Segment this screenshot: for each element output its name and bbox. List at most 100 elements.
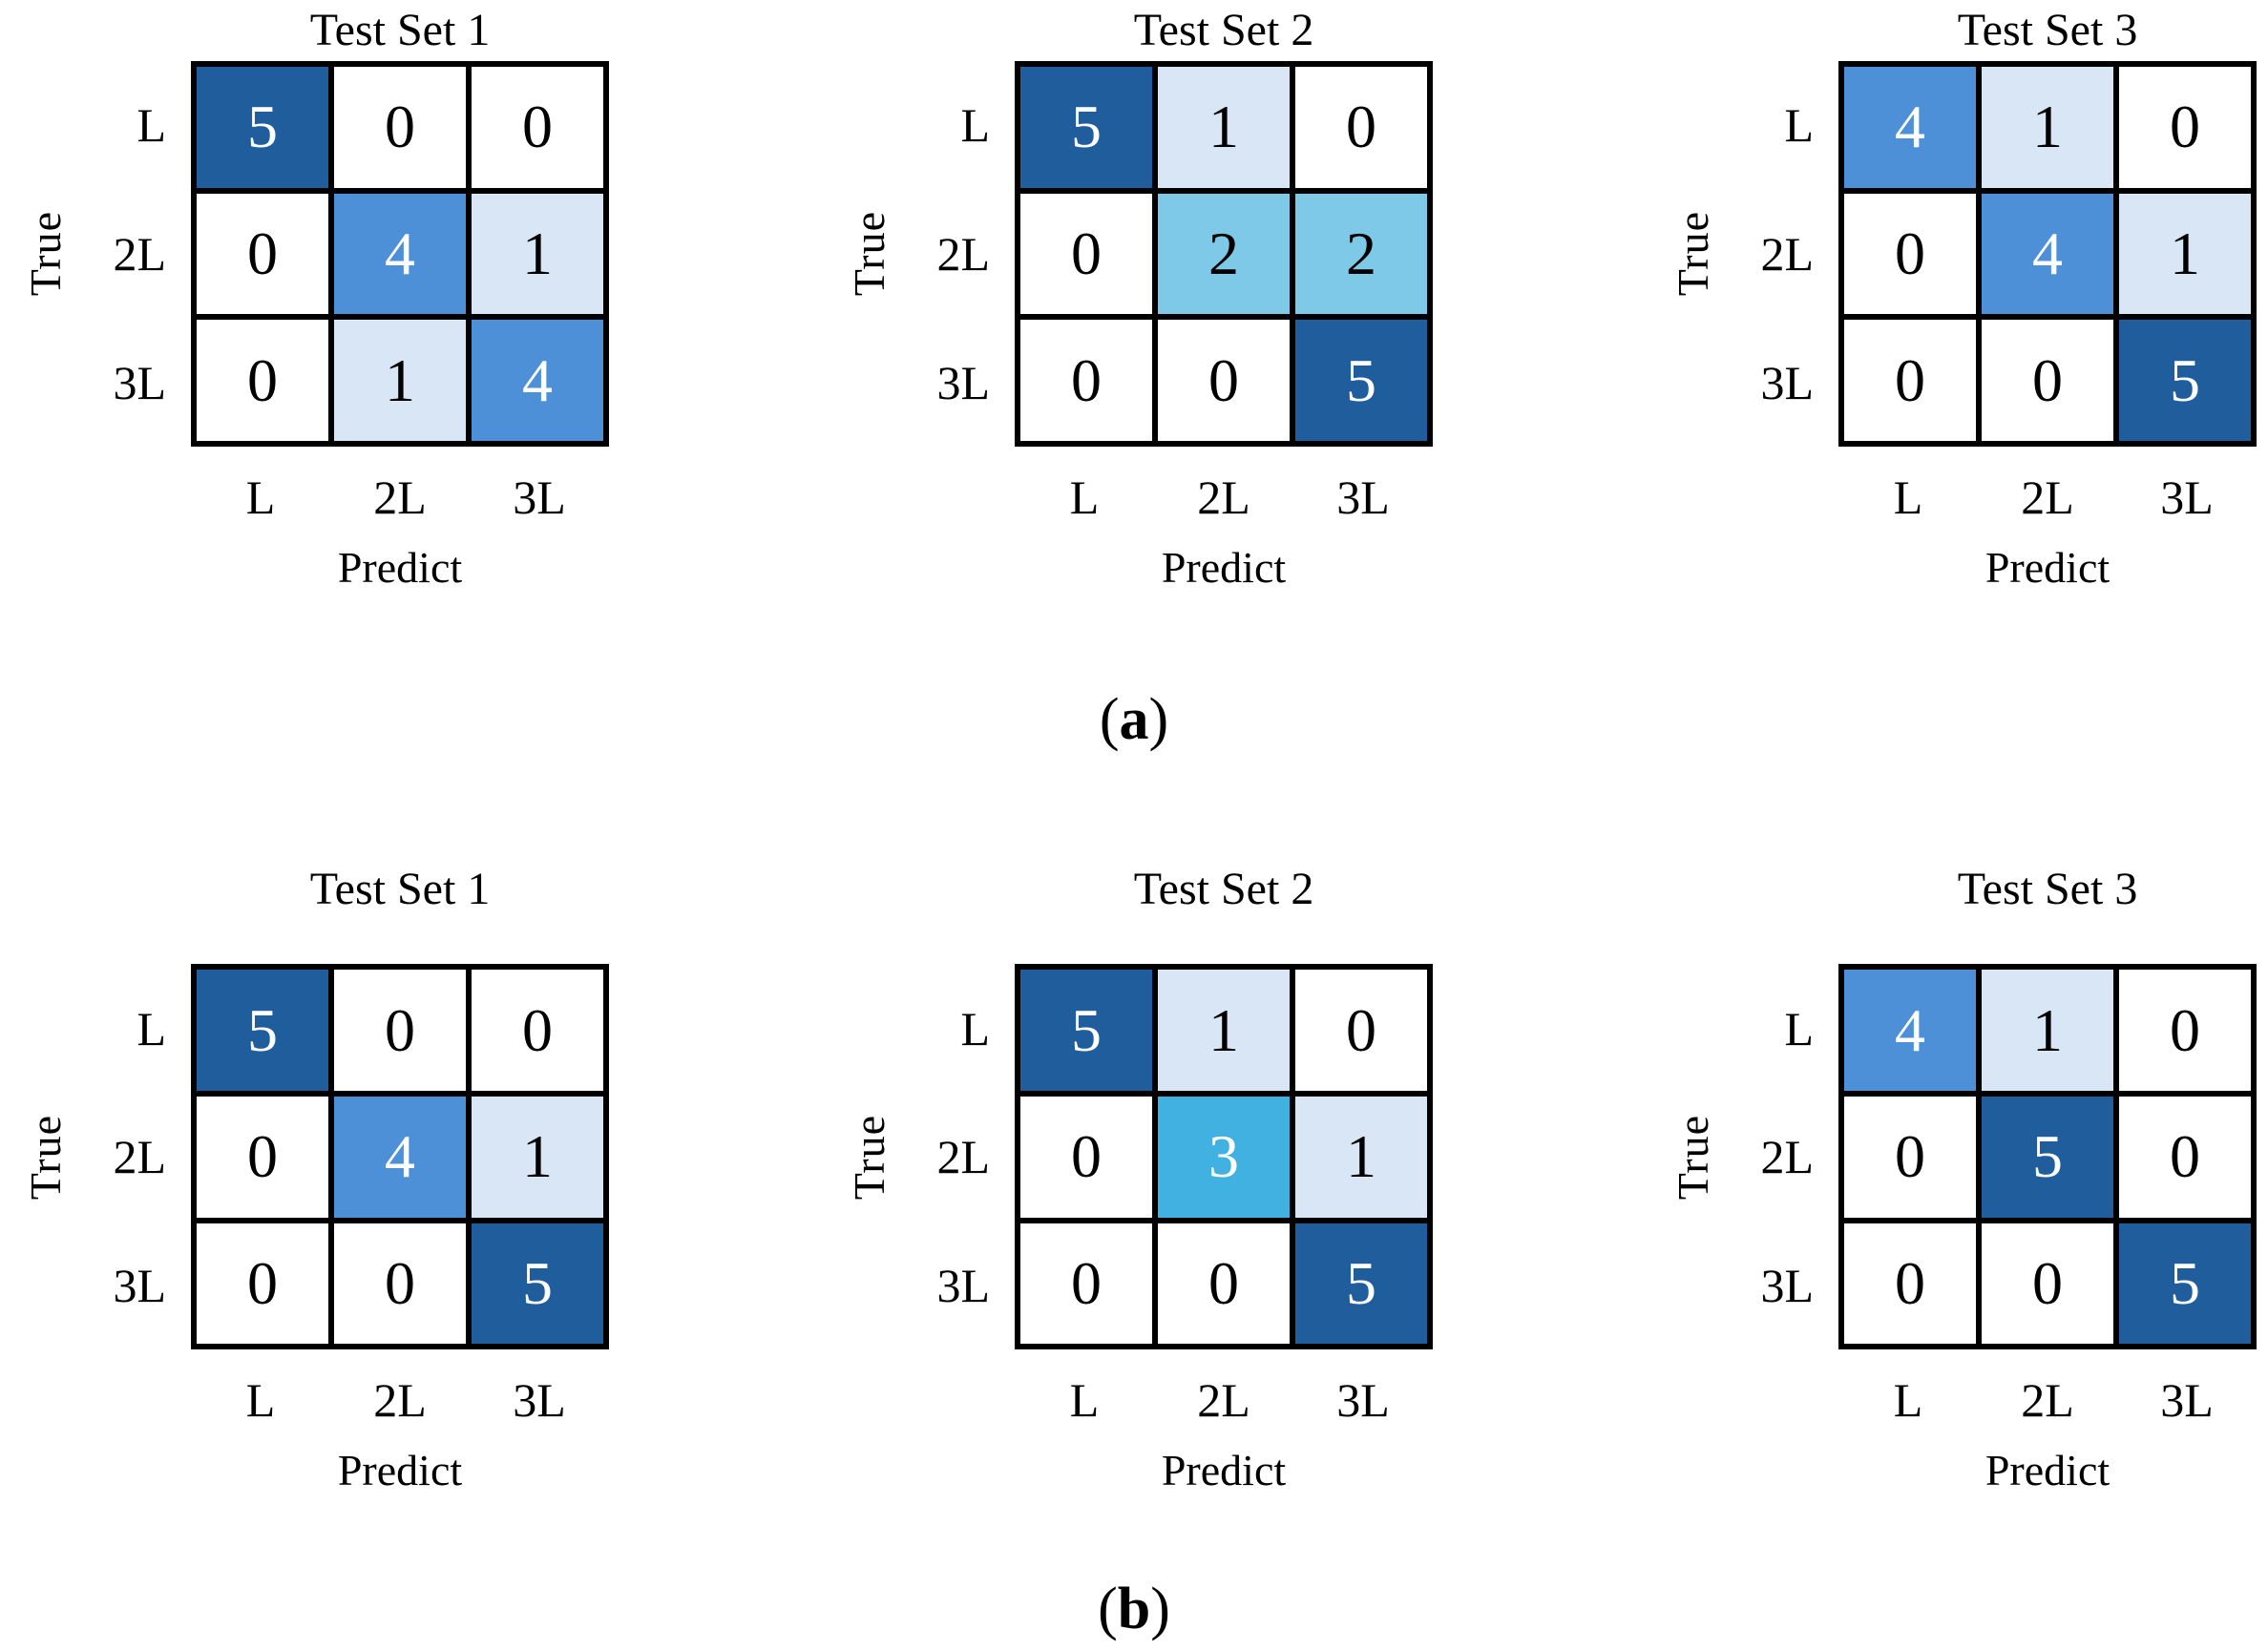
matrix-cell: 1 <box>469 1093 606 1221</box>
row-tick-label: L <box>1784 98 1814 153</box>
row-tick-label: 2L <box>1760 1130 1814 1184</box>
matrix-cell: 0 <box>1292 967 1430 1094</box>
matrix-cell: 0 <box>469 64 606 191</box>
column-tick-label: L <box>1893 470 1923 524</box>
caption-close-paren: ) <box>1148 687 1169 752</box>
column-tick-label: 2L <box>373 1373 427 1428</box>
y-axis-label: True <box>20 1114 70 1200</box>
matrix-cell: 0 <box>2116 64 2254 191</box>
x-axis-label: Predict <box>1161 543 1287 592</box>
row-label-column: L 2L 3L <box>1726 61 1838 447</box>
row-tick-label: 3L <box>936 1258 990 1312</box>
matrix-cell: 0 <box>194 1220 331 1348</box>
row-tick-label: L <box>136 1001 166 1055</box>
column-tick-label: 2L <box>1197 1373 1250 1428</box>
matrix-cell: 1 <box>1155 64 1292 191</box>
panel-title: Test Set 1 <box>309 864 491 915</box>
matrix-cell: 5 <box>1979 1093 2116 1221</box>
row-tick-label: 3L <box>113 1258 166 1312</box>
row-label-column: L 2L 3L <box>1726 964 1838 1349</box>
column-tick-label: 2L <box>373 470 427 524</box>
column-tick-label: L <box>245 470 276 524</box>
caption-letter: a <box>1119 687 1149 752</box>
row-tick-label: L <box>1784 1001 1814 1055</box>
row-tick-label: L <box>136 98 166 153</box>
matrix-cell: 0 <box>1841 1093 1979 1221</box>
matrix-cell: 1 <box>1979 967 2116 1094</box>
row-tick-label: 3L <box>1760 355 1814 409</box>
matrix-cell: 1 <box>331 317 469 444</box>
panel-title: Test Set 1 <box>309 5 491 55</box>
row-tick-label: 2L <box>936 226 990 281</box>
caption-letter: b <box>1117 1577 1151 1642</box>
matrix-cell: 0 <box>194 190 331 318</box>
row-tick-label: 2L <box>1760 226 1814 281</box>
x-axis-label: Predict <box>337 543 463 592</box>
y-axis-label: True <box>1668 211 1717 297</box>
matrix-cell: 0 <box>194 317 331 444</box>
matrix-cell: 0 <box>1292 64 1430 191</box>
matrix-cell: 0 <box>331 967 469 1094</box>
matrix-cell: 4 <box>469 317 606 444</box>
row-tick-label: L <box>960 98 990 153</box>
x-axis-label: Predict <box>1984 1446 2110 1495</box>
matrix-cell: 0 <box>1018 1220 1155 1348</box>
column-label-row: L 2L 3L <box>1015 468 1433 527</box>
matrix-cell: 0 <box>2116 1093 2254 1221</box>
matrix-cell: 5 <box>1018 967 1155 1094</box>
column-label-row: L 2L 3L <box>191 468 609 527</box>
matrix-cell: 5 <box>2116 317 2254 444</box>
matrix-cell: 0 <box>2116 967 2254 1094</box>
matrix-cell: 0 <box>1018 190 1155 318</box>
column-tick-label: L <box>1069 1373 1100 1428</box>
matrix-cell: 0 <box>331 64 469 191</box>
y-axis-label: True <box>20 211 70 297</box>
matrix-cell: 0 <box>1979 1220 2116 1348</box>
matrix-cell: 1 <box>2116 190 2254 318</box>
matrix-cell: 4 <box>1979 190 2116 318</box>
matrix-cell: 0 <box>331 1220 469 1348</box>
x-axis-label: Predict <box>337 1446 463 1495</box>
column-tick-label: 2L <box>1197 470 1250 524</box>
column-tick-label: 3L <box>1336 470 1390 524</box>
matrix-cell: 0 <box>1018 317 1155 444</box>
matrix-cell: 5 <box>194 64 331 191</box>
matrix-cell: 1 <box>1292 1093 1430 1221</box>
panel-title: Test Set 3 <box>1957 5 2138 55</box>
column-tick-label: L <box>1069 470 1100 524</box>
caption-a: (a) <box>0 687 2268 752</box>
matrix-cell: 5 <box>469 1220 606 1348</box>
matrix-cell: 1 <box>1979 64 2116 191</box>
row-tick-label: 3L <box>1760 1258 1814 1312</box>
row-tick-label: 2L <box>113 1130 166 1184</box>
y-axis-label: True <box>844 211 893 297</box>
y-axis-label: True <box>1668 1114 1717 1200</box>
matrix-cell: 4 <box>331 190 469 318</box>
column-tick-label: 3L <box>513 470 566 524</box>
matrix-cell: 2 <box>1292 190 1430 318</box>
matrix-cell: 0 <box>1841 1220 1979 1348</box>
panel-title: Test Set 3 <box>1957 864 2138 915</box>
x-axis-label: Predict <box>1161 1446 1287 1495</box>
matrix-cell: 1 <box>1155 967 1292 1094</box>
matrix-cell: 5 <box>194 967 331 1094</box>
matrix-cell: 0 <box>1841 190 1979 318</box>
column-tick-label: 3L <box>2160 470 2214 524</box>
matrix-cell: 0 <box>1979 317 2116 444</box>
